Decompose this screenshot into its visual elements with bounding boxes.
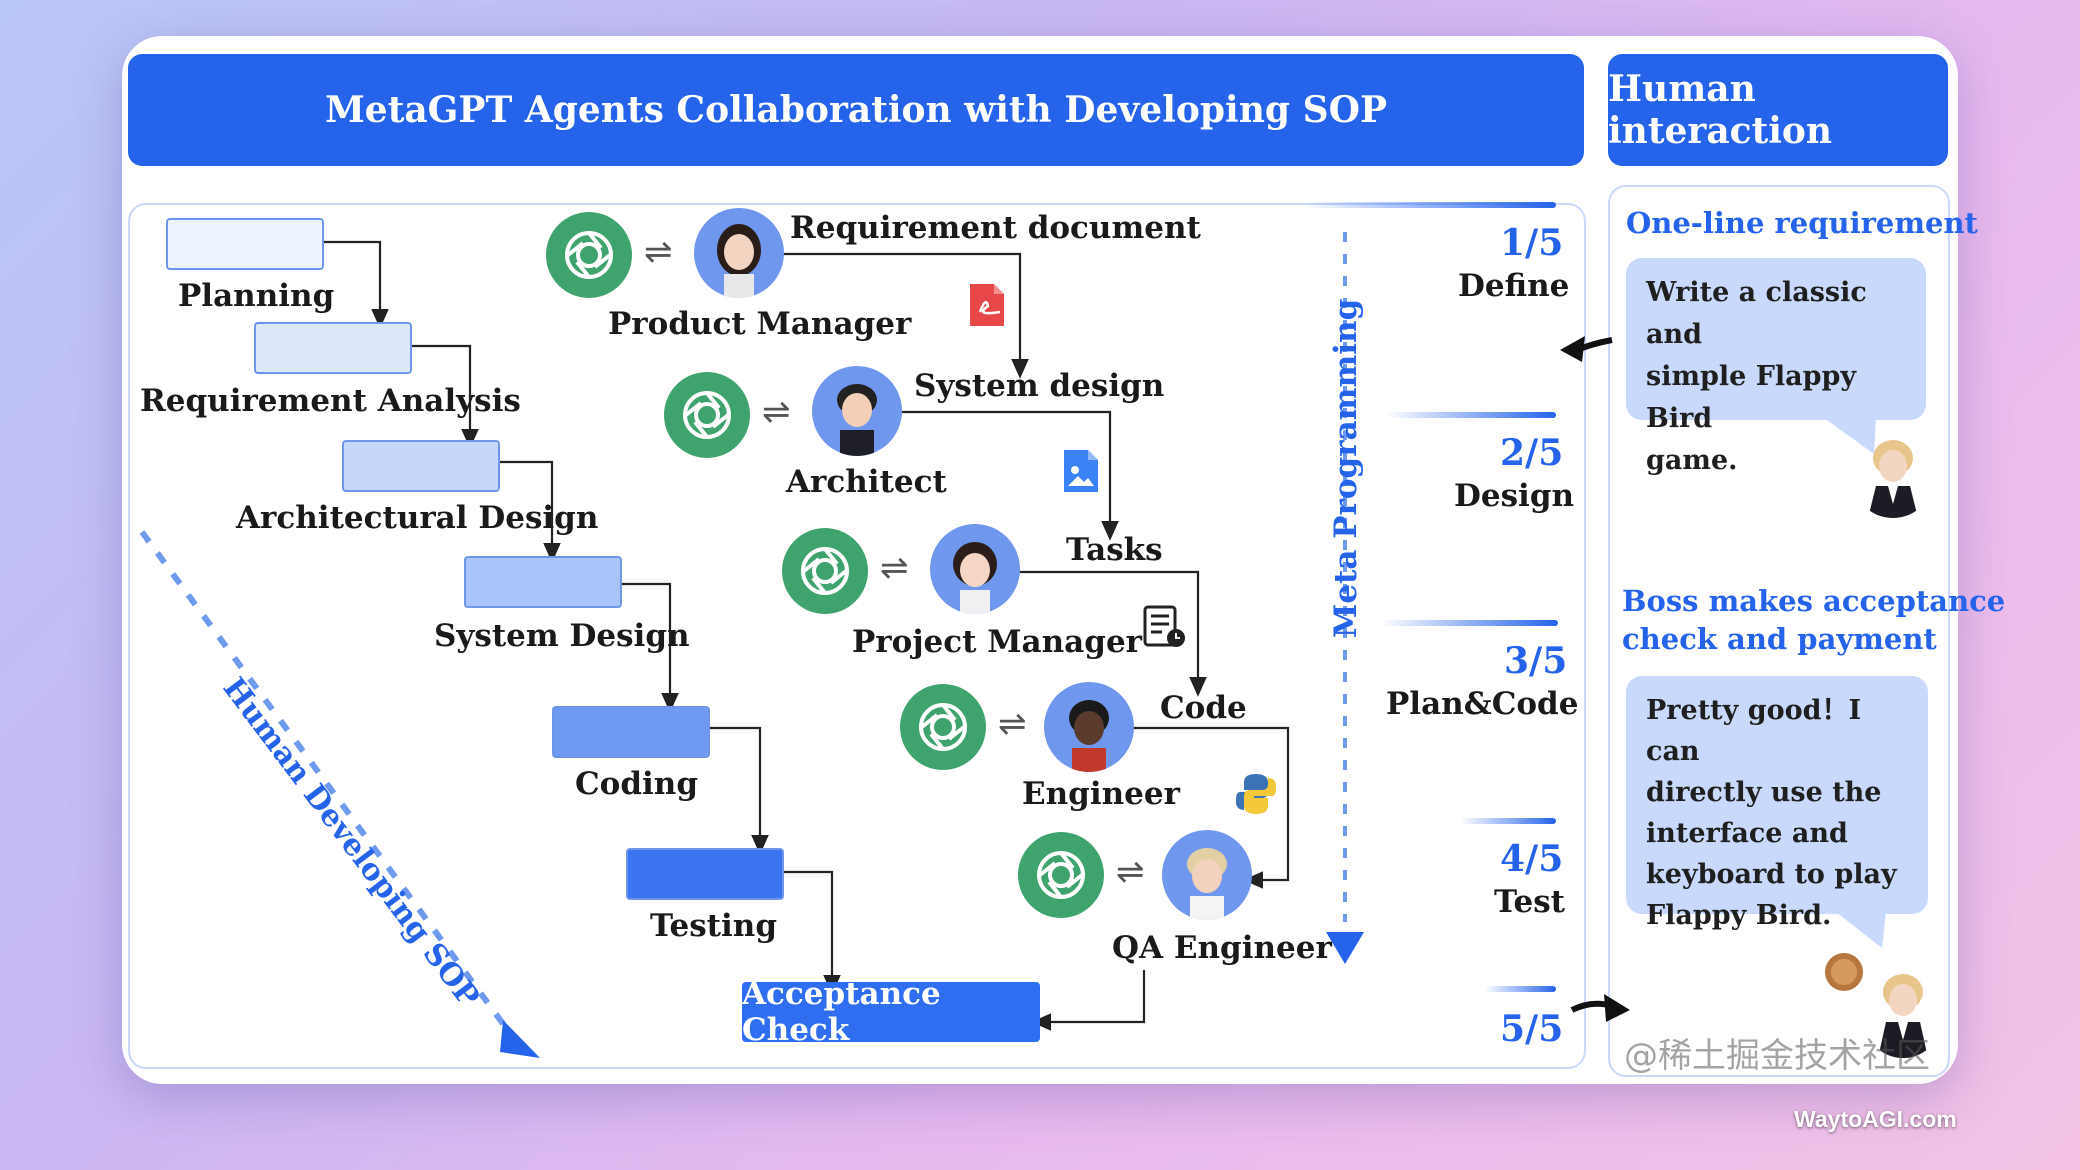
- qa-engineer-avatar: [1162, 830, 1252, 920]
- stage-bar: [1300, 202, 1556, 208]
- requirement-bubble-tail: [1824, 418, 1876, 454]
- main-title: MetaGPT Agents Collaboration with Develo…: [324, 89, 1388, 131]
- requirement-line: Write a classic and: [1646, 277, 1867, 350]
- project-manager-avatar: [930, 524, 1020, 614]
- artifact-requirement-document: Requirement document: [790, 210, 1201, 246]
- sop-label-planning: Planning: [178, 278, 335, 314]
- sop-box-coding: [552, 706, 710, 758]
- human-avatar: [1850, 428, 1936, 518]
- chatgpt-icon: [900, 684, 986, 770]
- task-doc-icon: [1142, 604, 1188, 654]
- stage-4-number: 4/5: [1500, 838, 1564, 880]
- swap-arrows-icon: ⇌: [998, 704, 1027, 744]
- python-icon: [1234, 772, 1278, 820]
- sop-label-testing: Testing: [650, 908, 777, 944]
- sop-label-architectural-design: Architectural Design: [236, 500, 599, 536]
- sop-label-coding: Coding: [575, 766, 699, 802]
- artifact-code: Code: [1160, 690, 1247, 726]
- stage-1-name: Define: [1458, 268, 1570, 304]
- stage-5-number: 5/5: [1500, 1008, 1564, 1050]
- role-engineer: Engineer: [1022, 776, 1180, 812]
- artifact-tasks: Tasks: [1066, 532, 1163, 568]
- swap-arrows-icon: ⇌: [762, 392, 791, 432]
- stage-3-name: Plan&Code: [1386, 686, 1579, 722]
- role-qa-engineer: QA Engineer: [1112, 930, 1332, 966]
- boss-feedback-line: keyboard to play: [1646, 859, 1897, 890]
- swap-arrows-icon: ⇌: [1116, 852, 1145, 892]
- image-file-icon: [1062, 448, 1100, 498]
- sop-box-architectural-design: [342, 440, 500, 492]
- side-header: Human interaction: [1608, 54, 1948, 166]
- boss-avatar: [1860, 962, 1946, 1058]
- stage-3-number: 3/5: [1504, 640, 1568, 682]
- boss-bubble-tail: [1836, 912, 1886, 948]
- sop-box-system-design: [464, 556, 622, 608]
- requirement-line: game.: [1646, 445, 1738, 476]
- boss-heading-line1: Boss makes acceptance: [1622, 584, 2006, 618]
- credit-text: WaytoAGI.com: [1794, 1106, 1957, 1132]
- boss-feedback-line: Pretty good！I can: [1646, 695, 1862, 767]
- role-project-manager: Project Manager: [852, 624, 1143, 660]
- boss-heading-line2: check and payment: [1622, 622, 1937, 656]
- stage-bar: [1484, 986, 1556, 992]
- stage-1-number: 1/5: [1500, 222, 1564, 264]
- stage-bar: [1386, 412, 1556, 418]
- product-manager-avatar: [694, 208, 784, 298]
- pdf-icon: [968, 282, 1006, 332]
- requirement-bubble: Write a classic and simple Flappy Bird g…: [1626, 258, 1926, 476]
- sop-box-testing: [626, 848, 784, 900]
- sop-box-planning: [166, 218, 324, 270]
- sop-label-system-design: System Design: [434, 618, 690, 654]
- requirement-line: simple Flappy Bird: [1646, 361, 1857, 434]
- chatgpt-icon: [546, 212, 632, 298]
- coin-icon: [1822, 950, 1866, 998]
- swap-arrows-icon: ⇌: [644, 232, 673, 272]
- boss-feedback-line: directly use the: [1646, 777, 1882, 808]
- boss-feedback-line: interface and: [1646, 818, 1848, 849]
- stage-bar: [1380, 620, 1558, 626]
- chatgpt-icon: [782, 528, 868, 614]
- stage-4-name: Test: [1494, 884, 1566, 920]
- role-architect: Architect: [786, 464, 947, 500]
- boss-feedback-line: Flappy Bird.: [1646, 900, 1832, 931]
- watermark-text: @稀土掘金技术社区: [1624, 1036, 1930, 1076]
- stage-2-name: Design: [1454, 478, 1575, 514]
- swap-arrows-icon: ⇌: [880, 548, 909, 588]
- architect-avatar: [812, 366, 902, 456]
- stage-2-number: 2/5: [1500, 432, 1564, 474]
- stage-bar: [1460, 818, 1556, 824]
- chatgpt-icon: [1018, 832, 1104, 918]
- sop-label-requirement-analysis: Requirement Analysis: [140, 383, 521, 419]
- acceptance-check-box: Acceptance Check: [742, 976, 1040, 1048]
- sop-box-requirement-analysis: [254, 322, 412, 374]
- chatgpt-icon: [664, 372, 750, 458]
- boss-feedback-bubble: Pretty good！I can directly use the inter…: [1626, 676, 1928, 931]
- side-title: Human interaction: [1608, 68, 1833, 152]
- role-product-manager: Product Manager: [608, 306, 912, 342]
- acceptance-check-label: Acceptance Check: [742, 976, 941, 1048]
- artifact-system-design: System design: [914, 368, 1165, 404]
- one-line-requirement-heading: One-line requirement: [1626, 206, 1978, 240]
- main-header: MetaGPT Agents Collaboration with Develo…: [128, 54, 1584, 166]
- engineer-avatar: [1044, 682, 1134, 772]
- meta-programming-label: Meta Programming: [1328, 298, 1364, 638]
